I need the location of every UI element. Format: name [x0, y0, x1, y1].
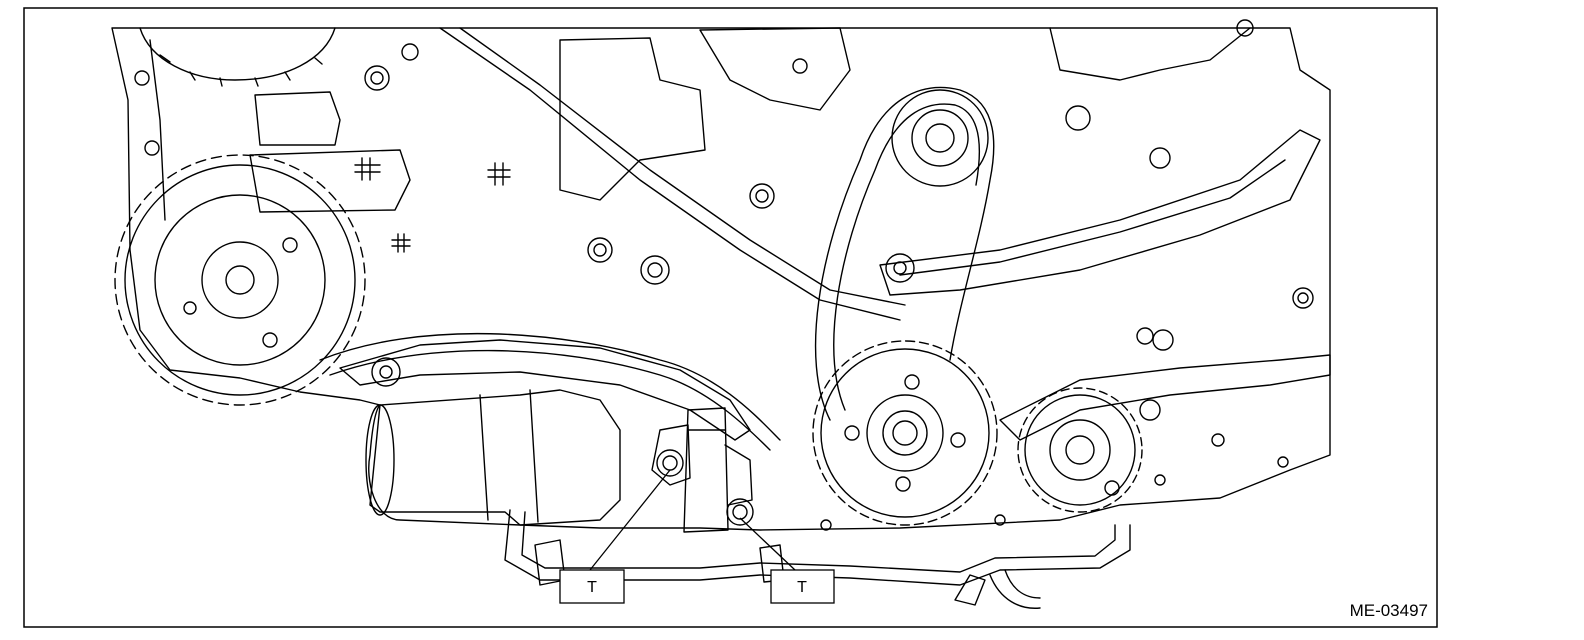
block-inner-edge: [149, 27, 1251, 221]
block-casting-top: [439, 27, 906, 321]
bolt-boss: [647, 262, 663, 278]
hatch-mark-1: [354, 157, 381, 181]
guide-bolt: [885, 253, 915, 283]
pipe-hose-end: [989, 569, 1041, 609]
top-sprocket-partial: [139, 27, 336, 81]
oil-pump-housing: [365, 389, 621, 526]
guide-bolt: [893, 261, 907, 275]
crankshaft-sprocket: [812, 340, 998, 526]
upper-chain-guide-inner: [899, 159, 1286, 276]
bolt-boss: [1104, 480, 1120, 496]
bolt-boss: [401, 43, 419, 61]
hatch-mark-2: [487, 162, 511, 186]
pipe-clamp: [954, 574, 986, 606]
callout-label-right: T: [797, 579, 807, 596]
guide-bolt: [371, 357, 401, 387]
bolt-boss: [994, 514, 1006, 526]
timing-chain-right: [814, 86, 995, 421]
bolt-boss: [1236, 19, 1254, 37]
timing-chain-left: [319, 332, 781, 441]
bolt-boss: [593, 243, 607, 257]
bolt-boss: [755, 189, 769, 203]
bolt-boss: [364, 65, 390, 91]
bolt-boss: [820, 519, 832, 531]
callout-box-left: [559, 569, 625, 604]
bolt-boss: [134, 70, 150, 86]
upper-chain-guide: [879, 129, 1321, 296]
bolt-boss: [1297, 292, 1309, 304]
top-sprocket-teeth: [159, 54, 323, 87]
timing-chain-left-inner: [329, 349, 771, 451]
timing-chain-right-inner: [833, 103, 981, 411]
bolt-boss: [1152, 329, 1174, 351]
callout-leader-right: [739, 517, 796, 571]
bolt-boss: [1277, 456, 1289, 468]
left-chain-guide: [339, 339, 751, 441]
bolt-boss: [1136, 327, 1154, 345]
bolt-boss: [587, 237, 613, 263]
bolt-boss: [1139, 399, 1161, 421]
bolt-boss: [1065, 105, 1091, 131]
bolt-boss: [792, 58, 808, 74]
callout-box-right: [770, 569, 835, 604]
right-cam-sprocket: [1017, 387, 1143, 513]
bolt-boss: [1154, 474, 1166, 486]
tensioner-bolt-right: [726, 498, 754, 526]
bolt-boss: [1149, 147, 1171, 169]
right-lower-guide: [999, 354, 1331, 441]
figure-code: ME-03497: [1350, 601, 1428, 620]
tensioner-bolt-left: [656, 449, 684, 477]
bolt-boss: [1292, 287, 1314, 309]
bolt-boss: [1211, 433, 1225, 447]
callout-leader-left: [589, 469, 671, 571]
bolt-boss: [749, 183, 775, 209]
block-casting-left: [249, 91, 411, 213]
bolt-boss: [640, 255, 670, 285]
hatch-mark-3: [391, 233, 411, 253]
upper-idler-pulley: [891, 89, 989, 187]
engine-block-outline: [111, 27, 1331, 531]
figure-border: [23, 7, 1438, 628]
bolt-boss: [370, 71, 384, 85]
guide-bolt: [379, 365, 393, 379]
block-casting-mid: [559, 27, 851, 201]
callout-label-left: T: [587, 579, 597, 596]
bolt-boss: [144, 140, 160, 156]
left-cam-sprocket: [114, 154, 366, 406]
chain-tensioner: [651, 407, 754, 533]
